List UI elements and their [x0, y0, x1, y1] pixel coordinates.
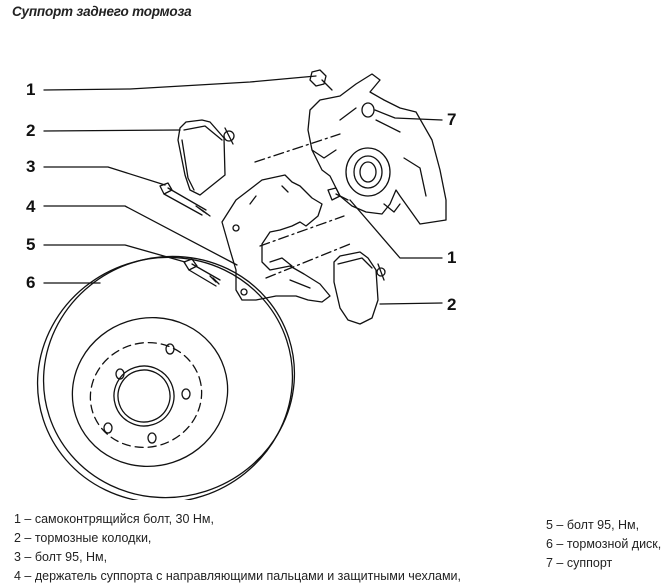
- callout-6-left: 6: [26, 273, 36, 292]
- leader-line-2-right: [379, 302, 443, 305]
- leader-line-7: [374, 109, 443, 121]
- callout-1-right: 1: [447, 248, 457, 267]
- leader-line-1: [43, 75, 317, 91]
- brake-pad-lower: [333, 251, 386, 325]
- leader-line-4: [43, 205, 238, 266]
- self-locking-bolt-lower: [327, 187, 349, 201]
- brake-disc: [36, 255, 296, 500]
- legend-item-7: 7 – суппорт: [546, 556, 613, 570]
- legend-item-3: 3 – болт 95, Нм,: [14, 550, 108, 564]
- leader-line-3: [43, 166, 166, 186]
- leader-line-2: [43, 129, 181, 132]
- callout-2-right: 2: [447, 295, 457, 314]
- legend-item-5: 5 – болт 95, Нм,: [546, 518, 640, 532]
- legend-item-4: 4 – держатель суппорта с направляющими п…: [14, 569, 462, 583]
- legend-item-2: 2 – тормозные колодки,: [14, 531, 152, 545]
- callout-7-right: 7: [447, 110, 457, 129]
- caliper-carrier: [221, 174, 331, 303]
- callout-3-left: 3: [26, 157, 36, 176]
- callout-1-left: 1: [26, 80, 36, 99]
- brake-pad-upper: [177, 119, 235, 196]
- legend-left: 1 – самоконтрящийся болт, 30 Нм, 2 – тор…: [14, 510, 461, 586]
- diagram-title: Суппорт заднего тормоза: [12, 4, 192, 19]
- callout-4-left: 4: [26, 197, 36, 216]
- self-locking-bolt-top: [309, 69, 333, 91]
- bolt-3: [159, 182, 211, 217]
- legend-item-6: 6 – тормозной диск,: [546, 537, 662, 551]
- legend-item-1: 1 – самоконтрящийся болт, 30 Нм,: [14, 512, 214, 526]
- legend-right: 5 – болт 95, Нм, 6 – тормозной диск, 7 –…: [546, 516, 661, 573]
- brake-caliper-diagram: [36, 69, 447, 500]
- bolt-5: [183, 258, 221, 287]
- leader-line-5: [43, 244, 186, 263]
- callout-5-left: 5: [26, 235, 36, 254]
- callout-2-left: 2: [26, 121, 36, 140]
- caliper-body: [307, 73, 447, 225]
- leader-line-1-right: [349, 199, 443, 259]
